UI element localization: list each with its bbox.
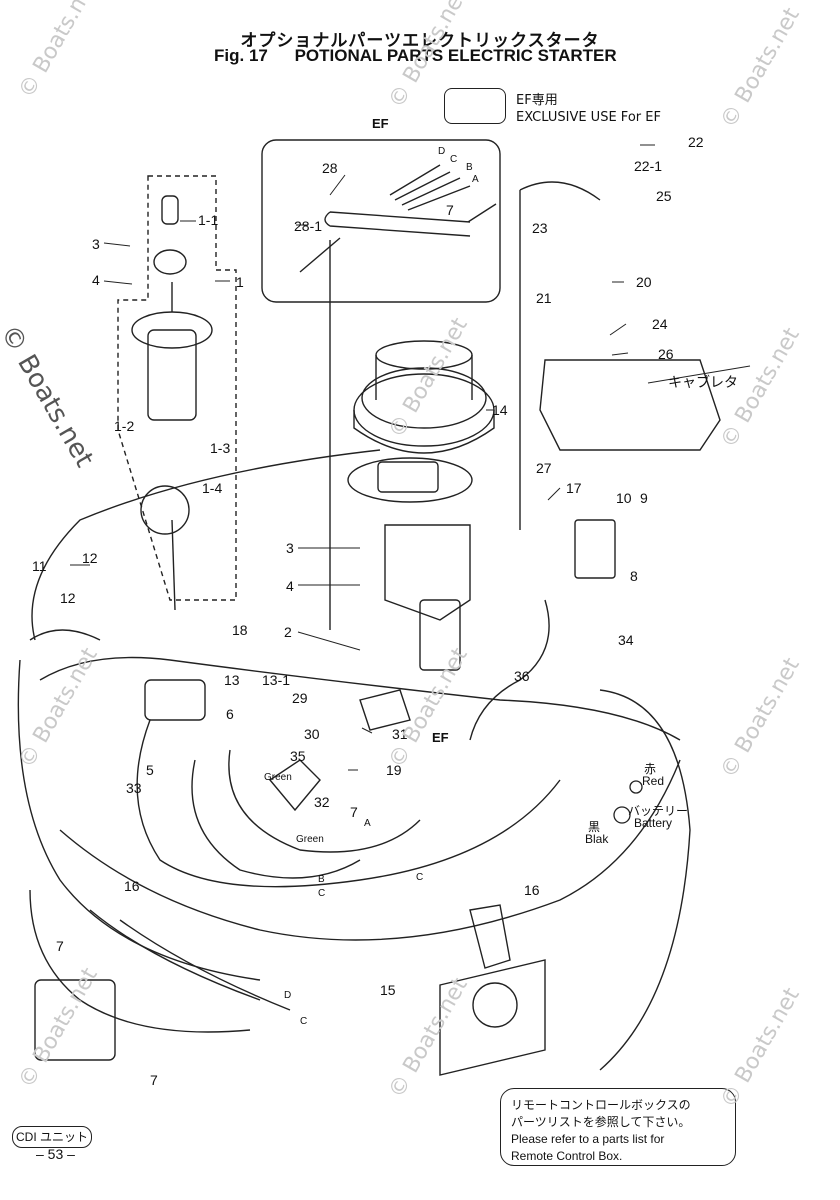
label-c-4: C: [300, 1016, 308, 1027]
callout-30: 30: [304, 726, 320, 742]
callout-10: 10: [616, 490, 632, 506]
battery-jp-label: バッテリー: [628, 804, 689, 818]
callout-14: 14: [492, 402, 508, 418]
ef-note: EF専用 EXCLUSIVE USE For EF: [516, 92, 661, 126]
callout-35: 35: [290, 748, 306, 764]
figure-number: Fig. 17: [214, 46, 268, 65]
callout-5: 5: [146, 762, 154, 778]
callout-32: 32: [314, 794, 330, 810]
ef-note-line2: EXCLUSIVE USE For EF: [516, 110, 661, 125]
callout-11: 11: [32, 558, 47, 574]
ef-inset-box: [261, 139, 501, 303]
ef-label-mid: EF: [432, 730, 449, 745]
label-c-2: C: [416, 872, 424, 883]
callout-1-2: 1-2: [114, 418, 135, 434]
callout-9: 9: [640, 490, 648, 506]
green-label-1: Green: [264, 772, 292, 783]
label-c-3: C: [318, 888, 326, 899]
figure-title-text: POTIONAL PARTS ELECTRIC STARTER: [294, 46, 617, 65]
callout-29: 29: [292, 690, 308, 706]
callout-20: 20: [636, 274, 652, 290]
callout-7-d: 7: [150, 1072, 158, 1088]
callout-28: 28: [322, 160, 338, 176]
page-number: – 53 –: [36, 1146, 75, 1162]
remote-control-note: リモートコントロールボックスの パーツリストを参照して下さい。 Please r…: [500, 1088, 736, 1166]
callout-18: 18: [232, 622, 248, 638]
callout-3: 3: [92, 236, 100, 252]
callout-16-b: 16: [524, 882, 540, 898]
callout-36: 36: [514, 668, 530, 684]
callout-4: 4: [92, 272, 100, 288]
callout-31: 31: [392, 726, 408, 742]
callout-13-1: 13-1: [262, 672, 291, 688]
callout-27: 27: [536, 460, 552, 476]
ef-note-line1: EF専用: [516, 93, 558, 108]
ef-label-top: EF: [372, 116, 389, 131]
callout-2: 2: [284, 624, 292, 640]
callout-22: 22: [688, 134, 704, 150]
starter-group-box: [117, 175, 237, 601]
callout-7-b: 7: [350, 804, 358, 820]
label-c: C: [450, 154, 458, 165]
note-en-line2: Remote Control Box.: [511, 1149, 623, 1163]
callout-22-1: 22-1: [634, 158, 663, 174]
callout-13: 13: [224, 672, 240, 688]
label-d-2: D: [284, 990, 292, 1001]
red-label: Red: [642, 774, 665, 788]
callout-33: 33: [126, 780, 142, 796]
callout-12-b: 12: [60, 590, 76, 606]
label-b: B: [466, 162, 473, 173]
callout-4-b: 4: [286, 578, 294, 594]
callout-7-c: 7: [56, 938, 64, 954]
callout-12-a: 12: [82, 550, 98, 566]
cdi-unit-label: CDI ユニット: [12, 1126, 92, 1148]
callout-19: 19: [386, 762, 402, 778]
black-label: Blak: [585, 832, 609, 846]
label-d: D: [438, 146, 446, 157]
callout-8: 8: [630, 568, 638, 584]
callout-1-1: 1-1: [198, 212, 219, 228]
red-jp-label: 赤: [644, 762, 657, 776]
callout-24: 24: [652, 316, 668, 332]
callout-1: 1: [236, 274, 244, 290]
callout-6: 6: [226, 706, 234, 722]
label-b-2: B: [318, 874, 325, 885]
callout-7-a: 7: [446, 202, 454, 218]
callout-21: 21: [536, 290, 552, 306]
ef-note-box: [444, 88, 506, 124]
battery-label: Battery: [634, 816, 673, 830]
callout-28-1: 28-1: [294, 218, 323, 234]
callout-23: 23: [532, 220, 548, 236]
remote-control-box: [439, 959, 546, 1076]
note-jp-line2: パーツリストを参照して下さい。: [511, 1115, 691, 1129]
green-label-2: Green: [296, 834, 324, 845]
callout-34: 34: [618, 632, 634, 648]
callout-3-b: 3: [286, 540, 294, 556]
note-jp-line1: リモートコントロールボックスの: [511, 1098, 691, 1112]
label-a-2: A: [364, 818, 371, 829]
figure-title: Fig. 17 POTIONAL PARTS ELECTRIC STARTER: [214, 46, 617, 66]
callout-1-3: 1-3: [210, 440, 231, 456]
title-japanese: オプショナルパーツエレクトリックスタータ: [240, 31, 600, 50]
callout-16-a: 16: [124, 878, 140, 894]
label-a: A: [472, 174, 479, 185]
callout-25: 25: [656, 188, 672, 204]
callout-17: 17: [566, 480, 582, 496]
callout-26: 26: [658, 346, 674, 362]
callout-15: 15: [380, 982, 396, 998]
callout-1-4: 1-4: [202, 480, 223, 496]
note-en-line1: Please refer to a parts list for: [511, 1132, 665, 1146]
black-jp-label: 黒: [588, 820, 601, 834]
carburetor-label: キャブレタ: [668, 374, 738, 390]
